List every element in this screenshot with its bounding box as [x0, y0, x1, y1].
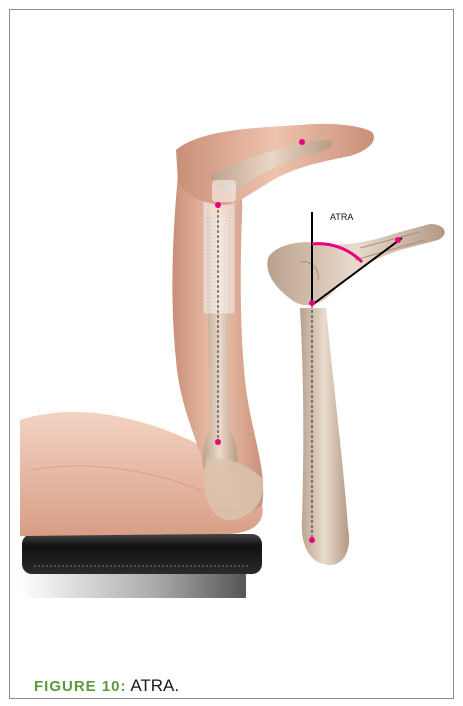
skeleton-foot-leg — [267, 224, 444, 565]
exam-table — [20, 534, 262, 598]
marker-heel — [215, 202, 221, 208]
figure-caption-text: ATRA. — [130, 676, 179, 695]
atra-angle-label: ATRA — [330, 212, 353, 222]
skeleton-foot — [267, 224, 444, 305]
skeleton-tibia — [300, 308, 349, 565]
goniometer-overlay — [203, 198, 235, 314]
marker-toe — [395, 237, 401, 243]
marker-knee — [215, 439, 221, 445]
marker-ankle — [309, 300, 315, 306]
marker-tibia-distal — [309, 537, 315, 543]
figure-caption: FIGURE 10: ATRA. — [34, 676, 179, 697]
left-foot — [176, 124, 374, 205]
figure-caption-label: FIGURE 10: — [34, 678, 127, 695]
table-cushion — [22, 534, 262, 574]
marker-forefoot — [299, 139, 305, 145]
